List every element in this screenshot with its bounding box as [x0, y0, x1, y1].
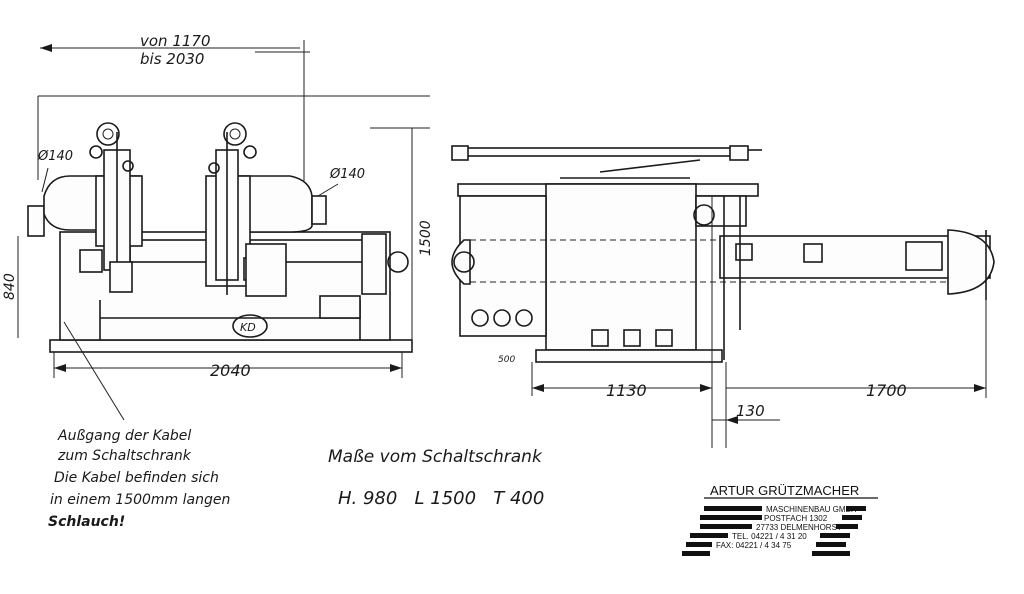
note-line2: zum Schaltschrank — [57, 448, 192, 464]
company-stamp: ARTUR GRÜTZMACHER MASCHINENBAU GMBH POST… — [682, 483, 878, 556]
dim-500-label: 500 — [498, 355, 515, 365]
height-right-label: 1500 — [418, 220, 434, 256]
dim-1130-label: 1130 — [606, 381, 647, 400]
diameter-left-label: Ø140 — [37, 149, 73, 164]
stamp-line2: POSTFACH 1302 — [764, 514, 828, 523]
stamp-line3: 27733 DELMENHORST — [756, 523, 842, 532]
note-line1: Außgang der Kabel — [57, 428, 191, 444]
note-line4: in einem 1500mm langen — [50, 492, 230, 508]
front-view-machine: 500 1130 1700 130 — [451, 145, 995, 448]
stamp-line4: TEL. 04221 / 4 31 20 — [732, 532, 807, 541]
note-line3: Die Kabel befinden sich — [54, 470, 219, 486]
note-line5: Schlauch! — [48, 514, 125, 530]
kd-logo — [232, 314, 268, 338]
diameter-right-label: Ø140 — [329, 167, 365, 182]
width-range-line2: bis 2030 — [140, 50, 204, 68]
logo-text: KD — [240, 321, 256, 334]
total-length-label: 2040 — [210, 361, 251, 380]
dim-130-label: 130 — [736, 402, 765, 420]
cable-exit-note: Außgang der Kabel zum Schaltschrank Die … — [48, 428, 230, 530]
stamp-line1: MASCHINENBAU GMBH — [766, 505, 857, 514]
cabinet-title: Maße vom Schaltschrank — [328, 447, 543, 467]
height-left-label: 840 — [2, 273, 18, 300]
side-view-machine: von 1170 bis 2030 — [2, 32, 434, 421]
cabinet-dims: H. 980 L 1500 T 400 — [338, 488, 544, 509]
width-range-line1: von 1170 — [140, 32, 211, 50]
stamp-company: ARTUR GRÜTZMACHER — [710, 483, 859, 498]
cabinet-dimensions: Maße vom Schaltschrank H. 980 L 1500 T 4… — [328, 447, 544, 509]
dim-1700-label: 1700 — [866, 381, 907, 400]
stamp-line5: FAX: 04221 / 4 34 75 — [716, 541, 792, 550]
